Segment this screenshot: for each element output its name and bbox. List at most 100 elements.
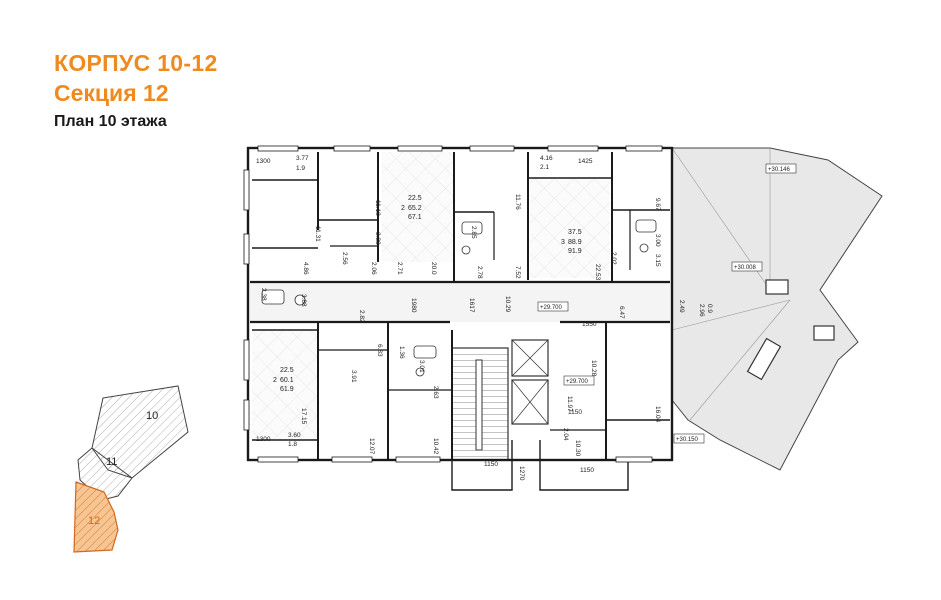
room-area: 2.1: [540, 164, 549, 171]
room-area: 6.47: [618, 306, 625, 319]
room-area: 2.06: [370, 262, 377, 275]
elevation-marks: +30.146 +30.008 +29.700 +29.700 +30.150: [537, 163, 797, 444]
room-area: 20.0: [430, 262, 437, 275]
dimension: 1617: [468, 298, 475, 313]
room-area: 11.76: [514, 194, 521, 210]
plan-header: КОРПУС 10-12 Секция 12 План 10 этажа: [54, 48, 218, 134]
room-area: 2.63: [432, 386, 439, 399]
terrace: [671, 147, 883, 471]
bathtub-icon: [413, 345, 437, 359]
room-area: 3.77: [296, 155, 309, 162]
room-area: 3.91: [350, 370, 357, 383]
room-area: 10.29: [504, 296, 511, 313]
room-area: 3.88: [374, 232, 381, 245]
walls: [246, 146, 674, 491]
room-area: 2.04: [562, 428, 569, 441]
dimension: 1150: [580, 467, 594, 474]
apt-1-total: 65.2: [408, 205, 422, 212]
room-area: 17.15: [300, 408, 307, 425]
building-title: КОРПУС 10-12: [54, 50, 218, 76]
room-area: 10.42: [432, 438, 439, 455]
apt-3-total-balcony: 61.9: [280, 386, 294, 393]
elevation: +30.150: [676, 437, 699, 443]
dimension: 1550: [582, 321, 597, 328]
bathroom-fixtures: [261, 219, 657, 377]
toilet-icon: [415, 367, 425, 377]
room-area: 0.9: [706, 304, 713, 313]
room-area: 22.53: [594, 264, 601, 281]
apt-3-total: 60.1: [280, 377, 294, 384]
key-label-11: 11: [106, 456, 117, 468]
dimension: 1270: [518, 466, 525, 481]
room-area: 11.97: [566, 396, 573, 412]
room-area: 3.60: [288, 432, 301, 439]
room-area: 7.52: [514, 266, 521, 279]
room-area: 2.96: [698, 304, 705, 317]
key-plan: 10 11 12: [73, 385, 189, 553]
dimension: 1300: [256, 158, 271, 165]
apartment-labels: 22.5 2 65.2 67.1 37.5 3 88.9 91.9 22.5 2…: [273, 195, 582, 393]
room-area: 1.8: [288, 441, 297, 448]
corridor: [250, 282, 670, 322]
apt-1-rooms: 2: [401, 205, 405, 212]
bathtub-icon: [635, 219, 657, 233]
room-area: 10.30: [574, 440, 581, 457]
room-area: 1.9: [296, 165, 305, 172]
elevation: +30.146: [768, 167, 791, 173]
bathtub-icon: [261, 289, 285, 305]
dimension: 1300: [256, 436, 271, 443]
apartments-floor: [248, 152, 672, 461]
room-area: 2.56: [341, 252, 348, 265]
living-room-apt-1: [382, 152, 454, 262]
dimension: 1150: [484, 461, 498, 468]
apt-3-rooms: 2: [273, 377, 277, 384]
dimension: 1980: [410, 298, 417, 313]
apt-2-total: 88.9: [568, 239, 582, 246]
elevation: +29.700: [566, 379, 589, 385]
floor-plan-title: План 10 этажа: [54, 113, 167, 130]
room-area: 4.16: [540, 155, 553, 162]
apt-2-rooms: 3: [561, 239, 565, 246]
room-area: 2.82: [358, 310, 365, 323]
room-area: 4.86: [302, 262, 309, 275]
dimension-labels: 1300 1425 1300 1550 1980 1617 1150 1150 …: [256, 158, 597, 481]
apt-2-total-balcony: 91.9: [568, 248, 582, 255]
room-area: 2.49: [678, 300, 685, 313]
apt-2-living: 37.5: [568, 229, 582, 236]
room-area: 3.88: [300, 294, 307, 307]
apt-1-total-balcony: 67.1: [408, 214, 422, 221]
dimension: 1150: [568, 409, 582, 416]
living-room-apt-2: [530, 178, 610, 278]
room-area: 2.85: [470, 226, 477, 239]
bathtub-icon: [461, 221, 483, 235]
room-area: 1.36: [398, 346, 405, 359]
room-area: 2.78: [476, 266, 483, 279]
elevation: +29.700: [540, 305, 563, 311]
apt-1-living: 22.5: [408, 195, 422, 202]
room-area: 3.01: [418, 360, 425, 373]
toilet-icon: [639, 243, 649, 253]
room-area: 10.28: [590, 360, 597, 377]
room-area: 9.67: [654, 198, 661, 211]
room-area-labels: 3.77 1.9 11.18 11.31 3.88 2.56 2.06 4.86…: [260, 155, 713, 457]
key-label-12: 12: [88, 515, 100, 527]
key-label-10: 10: [146, 410, 158, 422]
apt-3-living: 22.5: [280, 367, 294, 374]
living-room-apt-3: [252, 330, 318, 440]
section-title: Секция 12: [54, 80, 169, 106]
room-area: 11.18: [374, 200, 381, 216]
dimension: 1425: [578, 158, 593, 165]
windows: [243, 145, 663, 463]
elevation: +30.008: [734, 265, 757, 271]
room-area: 3.15: [654, 254, 661, 267]
room-area: 6.83: [376, 344, 383, 357]
toilet-icon: [294, 294, 306, 306]
toilet-icon: [461, 245, 471, 255]
room-area: 2.71: [396, 262, 403, 275]
room-area: 11.31: [314, 226, 321, 242]
room-area: 3.00: [654, 234, 661, 247]
room-area: 2.38: [260, 288, 267, 301]
room-area: 2.02: [610, 252, 617, 265]
room-area: 12.07: [368, 438, 375, 455]
